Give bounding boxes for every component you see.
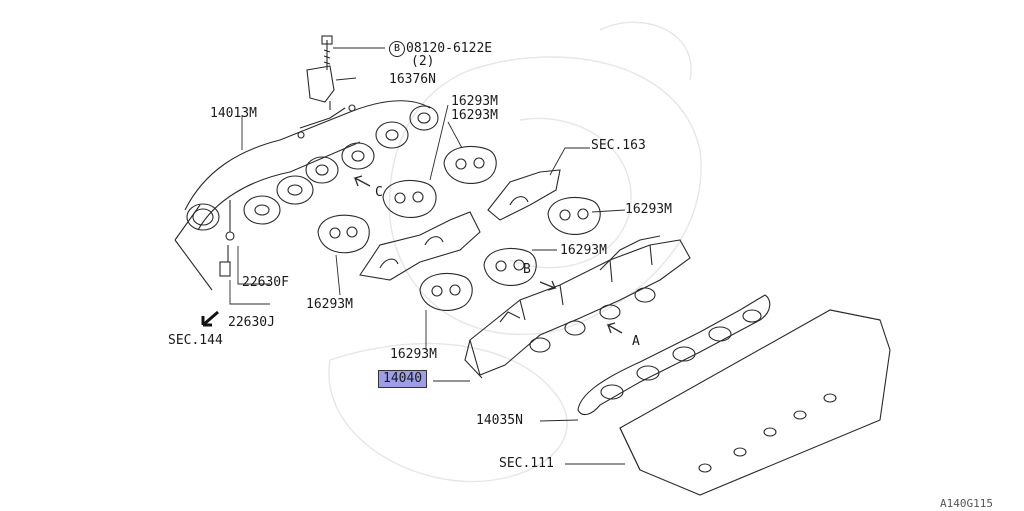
heat-shield-drawings bbox=[359, 169, 561, 281]
exhaust-manifold-drawing bbox=[184, 100, 439, 231]
sensor-22630j-label[interactable]: 22630J bbox=[228, 315, 275, 330]
gasket-top-1-label[interactable]: 16293M bbox=[451, 94, 498, 109]
bracket-part-label[interactable]: 16376N bbox=[389, 72, 436, 87]
sec-144-label[interactable]: SEC.144 bbox=[168, 333, 223, 348]
gasket-mid-label[interactable]: 16293M bbox=[390, 347, 437, 362]
sec-111-label[interactable]: SEC.111 bbox=[499, 456, 554, 471]
leader-lines bbox=[229, 47, 626, 465]
intake-manifold-label[interactable]: 14040 bbox=[377, 370, 428, 388]
view-arrows bbox=[353, 175, 623, 334]
exhaust-manifold-label[interactable]: 14013M bbox=[210, 106, 257, 121]
cylinder-head-drawing bbox=[619, 309, 891, 496]
view-b-label: B bbox=[523, 262, 531, 277]
sensor-drawing bbox=[174, 200, 235, 291]
gasket-left-label[interactable]: 16293M bbox=[306, 297, 353, 312]
figure-code: A140G115 bbox=[940, 497, 993, 510]
sec-163-label[interactable]: SEC.163 bbox=[591, 138, 646, 153]
gasket-right-1-label[interactable]: 16293M bbox=[625, 202, 672, 217]
bolt-quantity-label: (2) bbox=[411, 54, 435, 69]
bolt-part-label[interactable]: 08120-6122E bbox=[406, 41, 493, 56]
gasket-top-2-label[interactable]: 16293M bbox=[451, 108, 498, 123]
intake-gasket-drawing bbox=[577, 294, 771, 416]
circled-b-icon: B bbox=[389, 41, 405, 57]
intake-gasket-label[interactable]: 14035N bbox=[476, 413, 523, 428]
gasket-drawings bbox=[317, 146, 601, 311]
gasket-right-2-label[interactable]: 16293M bbox=[560, 243, 607, 258]
intake-manifold-drawing bbox=[464, 235, 691, 379]
bolt-bracket-drawing bbox=[306, 35, 335, 110]
view-c-label: C bbox=[375, 185, 383, 200]
sec-144-arrow bbox=[201, 310, 219, 327]
watermark-emblem bbox=[328, 21, 702, 483]
view-a-label: A bbox=[632, 334, 640, 349]
sensor-22630f-label[interactable]: 22630F bbox=[242, 275, 289, 290]
